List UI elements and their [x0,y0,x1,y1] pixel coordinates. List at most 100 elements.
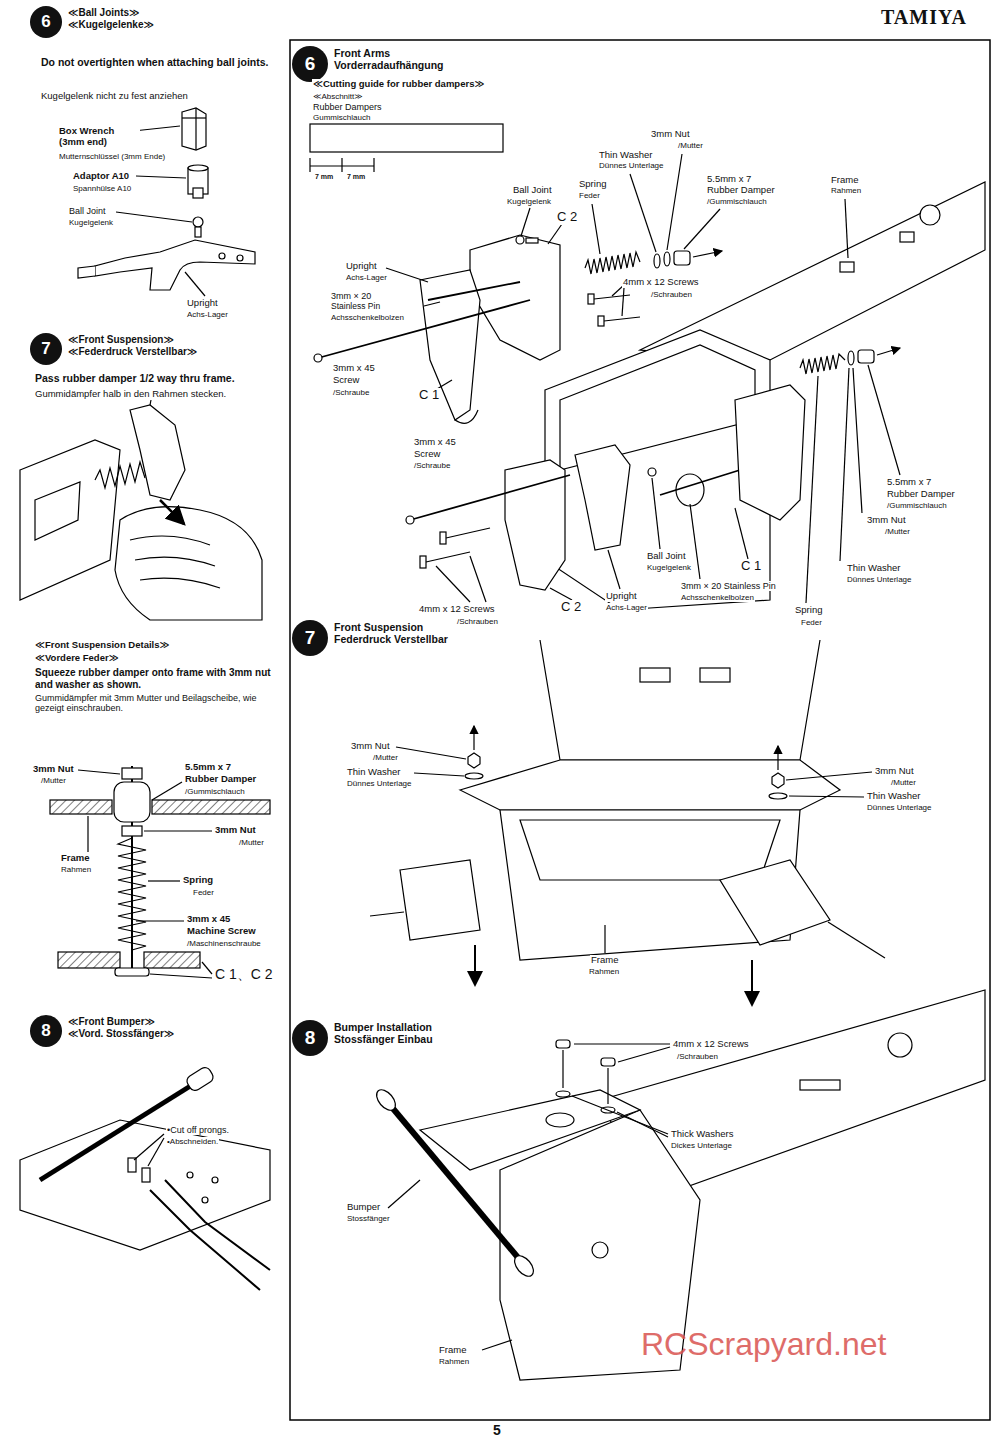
part-label: Adaptor A10 [72,171,130,182]
hand [115,507,262,620]
note: Gummidämpfer halb in den Rahmen stecken. [34,389,276,400]
part-label: Thin Washer [346,767,402,778]
step-heading: ≪Front Suspension≫ ≪Federdruck Verstellb… [68,333,218,357]
part-label: 4mm x 12 Screws [622,277,700,288]
upper-arm-assembly [314,235,722,423]
leader-line [572,1096,668,1134]
part-label: 3mm × 20 [330,291,372,301]
part-label: /Schrauben [676,1052,719,1061]
front-frame [370,640,885,1005]
front-frame [465,773,483,779]
dimension: 7 mm [346,173,366,181]
front-frame [473,726,474,750]
part-label: 4mm x 12 Screws [672,1039,750,1050]
leader-line [386,268,428,282]
box-wrench [182,108,206,150]
step-heading: Bumper Installation Stossfänger Einbau [334,1020,452,1045]
part-label: Upright [186,298,219,309]
part-label: /Mutter [677,141,704,150]
upper-arm-assembly [318,300,530,358]
leader-line [388,1044,670,1350]
bumper-sketch [20,1065,270,1290]
panel-border [290,40,990,1420]
bumper-assembly [373,1086,399,1113]
part-label: Bumper [346,1202,381,1213]
front-frame [751,960,753,1005]
lower-arm-assembly [410,475,570,520]
lower-arm-assembly [735,385,805,520]
lower-arm-assembly [426,552,470,562]
part-label: Spring [182,875,214,886]
leader-line [424,302,440,306]
part-label: /Mutter [372,753,399,762]
leader-line [136,176,186,178]
leader-line [592,204,600,254]
bumper-assembly [800,1080,840,1090]
part-label: 3mm × 20 Stainless Pin [680,581,777,591]
step-number: 6 [30,6,62,38]
ball-joint [193,217,203,227]
part-label: Rubber Damper [184,774,257,785]
part-label: /Mutter [238,838,265,847]
hand [130,536,210,545]
leader-line [396,747,466,759]
part-label: /Schraube [332,388,370,397]
front-frame [520,820,780,880]
detail-section [152,800,270,814]
frame [840,262,854,272]
part-label: Screw [332,375,360,386]
leader-line [548,224,562,244]
front-frame [828,922,885,958]
upper-arm-assembly [470,235,560,360]
part-label: /Gummischlauch [184,787,246,796]
leader-line [684,209,720,249]
part-label: Spannhülse A10 [72,184,132,193]
bumper-sketch [212,1177,218,1183]
upper-arm-assembly [314,354,322,362]
front-frame [640,668,670,682]
part-label: 5.5mm x 7 [886,477,932,488]
upper-arm-assembly [604,317,640,321]
part-label: Dickes Unterlage [670,1141,733,1150]
step-heading: Front Suspension Federdruck Verstellbar [334,620,462,645]
part-label: Frame [60,853,91,864]
step-number: 7 [30,333,62,365]
detail-section [118,838,146,950]
step-marker: 8Bumper Installation Stossfänger Einbau [292,1020,452,1056]
part-label: Stainless Pin [330,302,381,312]
detail-section [50,800,112,814]
part-label: /Mutter [884,527,911,536]
bumper-assembly [601,1058,615,1066]
part-label: /Maschinenschraube [186,939,262,948]
part-label: Achs-Lager [345,273,388,282]
part-label: /Schrauben [456,617,499,626]
leader-line [148,1138,164,1166]
note-heading: ≪Vordere Feder≫ [34,653,120,664]
part-label: Screw [413,449,441,460]
part-label: Achs-Lager [605,603,648,612]
leader-line [789,796,864,797]
frame-sketch [20,440,120,600]
part-label: Upright [345,261,378,272]
step-number: 8 [292,1020,328,1056]
part-label: /Schrauben [650,290,693,299]
cutting-guide [310,124,503,172]
upper-arm-assembly [428,282,520,300]
front-frame [777,746,778,770]
front-frame [370,912,404,916]
frame [900,232,914,242]
note: •Abschneiden. [166,1137,219,1146]
lower-arm-assembly [848,351,854,365]
upright [237,255,243,261]
note-heading: ≪Abschnitt≫ [312,92,364,101]
part-label: /Gummischlauch [886,501,948,510]
callout-label: C 1 [418,388,440,403]
part-label: Dünnes Unterlage [846,575,912,584]
cutting-guide [310,165,374,166]
part-label: Rahmen [438,1357,470,1366]
part-label: Frame [438,1345,467,1356]
leader-line [152,782,182,800]
front-frame [468,753,480,768]
callout-label: C 1、C 2 [214,966,274,982]
bumper-sketch [185,1065,216,1092]
